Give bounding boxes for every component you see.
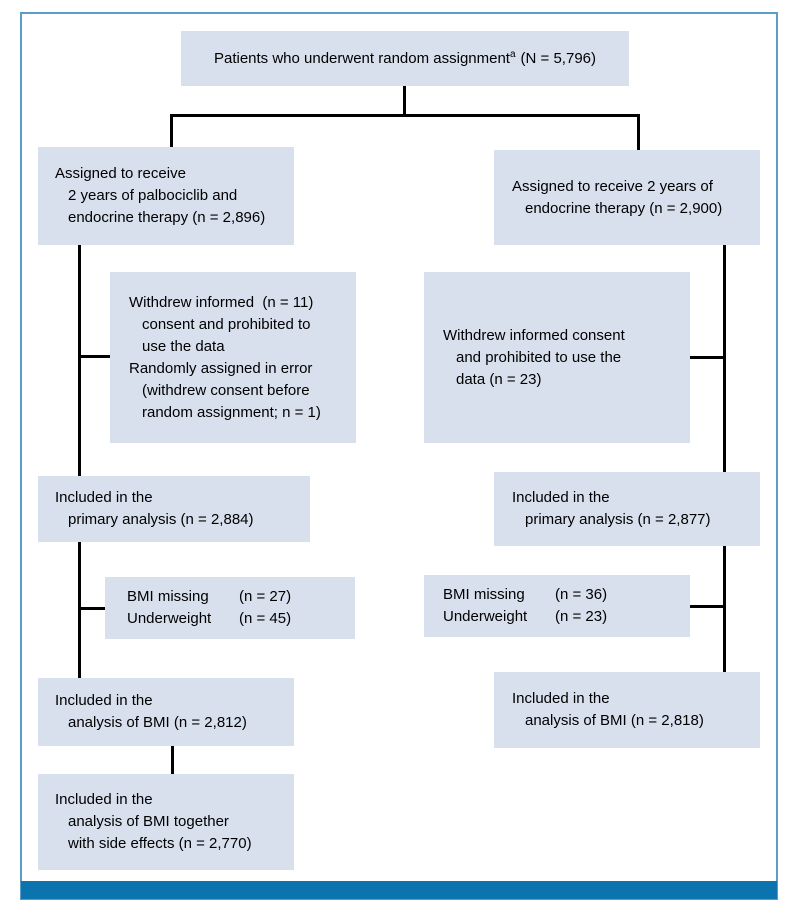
excluded-label: Underweight <box>127 610 212 627</box>
node-right-withdrew-line: Withdrew informed consent <box>443 326 625 344</box>
excluded-row: BMI missing (n = 36) <box>443 584 690 606</box>
node-left-primary-line: primary analysis (n = 2,884) <box>68 511 254 528</box>
excluded-row: Underweight (n = 45) <box>127 608 355 630</box>
node-left-assigned-line: Assigned to receive <box>55 165 186 182</box>
connector-left-spine-2 <box>78 542 81 678</box>
node-left-assigned-line: 2 years of palbociclib and <box>68 187 238 204</box>
node-left-withdrew-line: (withdrew consent before <box>142 381 310 399</box>
node-right-excluded-bmi: BMI missing (n = 36) Underweight (n = 23… <box>424 575 690 637</box>
excluded-label: Underweight <box>443 608 528 625</box>
node-right-primary-analysis: Included in the primary analysis (n = 2,… <box>494 472 760 546</box>
node-right-withdrew-line: and prohibited to use the <box>456 348 622 366</box>
connector-left-arm <box>170 114 173 147</box>
footer-accent-bar <box>21 881 777 899</box>
node-randomized-count: (N = 5,796) <box>520 49 597 67</box>
connector-right-arm <box>637 114 640 150</box>
node-left-bmi-line: analysis of BMI (n = 2,812) <box>68 714 247 731</box>
connector-right-spine-1 <box>723 245 726 472</box>
node-left-withdrew-line: use the data <box>142 337 225 355</box>
excluded-count: (n = 27) <box>239 588 292 605</box>
node-right-assigned: Assigned to receive 2 years of endocrine… <box>494 150 760 245</box>
node-right-withdrew-line: data (n = 23) <box>456 370 542 388</box>
node-bmi-side-effects: Included in the analysis of BMI together… <box>38 774 294 870</box>
node-right-assigned-line: endocrine therapy (n = 2,900) <box>525 199 723 217</box>
connector-right-excluded-branch <box>690 605 723 608</box>
node-bmi-se-line: analysis of BMI together <box>68 813 229 830</box>
node-left-withdrew-line: Randomly assigned in error <box>129 359 313 377</box>
node-left-withdrew-line: random assignment; n = 1) <box>142 403 321 421</box>
connector-split-horizontal <box>170 114 640 117</box>
node-randomized-text: Patients who underwent random assignment… <box>214 48 596 70</box>
node-right-bmi-line: analysis of BMI (n = 2,818) <box>525 712 704 729</box>
node-right-primary-line: primary analysis (n = 2,877) <box>525 511 711 528</box>
excluded-label: BMI missing <box>127 588 209 605</box>
connector-right-spine-2 <box>723 546 726 672</box>
node-left-bmi-analysis: Included in the analysis of BMI (n = 2,8… <box>38 678 294 746</box>
node-left-withdrew-line: Withdrew informed (n = 11) <box>129 293 314 311</box>
node-right-primary-line: Included in the <box>512 489 610 506</box>
excluded-count: (n = 45) <box>239 610 292 627</box>
node-left-assigned: Assigned to receive 2 years of palbocicl… <box>38 147 294 245</box>
node-bmi-se-line: with side effects (n = 2,770) <box>68 835 252 852</box>
connector-left-spine-1 <box>78 245 81 476</box>
connector-left-bottom-stem <box>171 746 174 774</box>
node-bmi-se-line: Included in the <box>55 791 153 808</box>
excluded-label: BMI missing <box>443 586 525 603</box>
node-left-withdrew: Withdrew informed (n = 11) consent and p… <box>110 272 356 443</box>
node-left-excluded-bmi: BMI missing (n = 27) Underweight (n = 45… <box>105 577 355 639</box>
node-right-assigned-line: Assigned to receive 2 years of <box>512 177 713 195</box>
node-left-primary-analysis: Included in the primary analysis (n = 2,… <box>38 476 310 542</box>
connector-right-withdrew-branch <box>690 356 723 359</box>
figure-frame <box>20 12 778 900</box>
node-right-bmi-analysis: Included in the analysis of BMI (n = 2,8… <box>494 672 760 748</box>
connector-left-excluded-branch <box>78 607 105 610</box>
node-right-withdrew: Withdrew informed consent and prohibited… <box>424 272 690 443</box>
connector-left-withdrew-branch <box>78 355 110 358</box>
node-left-assigned-line: endocrine therapy (n = 2,896) <box>68 209 266 226</box>
node-randomized: Patients who underwent random assignment… <box>181 31 629 86</box>
node-randomized-main: Patients who underwent random assignment <box>213 49 510 67</box>
excluded-count: (n = 23) <box>555 608 608 625</box>
connector-top-stem <box>403 86 406 117</box>
excluded-row: Underweight (n = 23) <box>443 606 690 628</box>
node-left-bmi-line: Included in the <box>55 692 153 709</box>
node-left-withdrew-line: consent and prohibited to <box>142 315 311 333</box>
excluded-count: (n = 36) <box>555 586 608 603</box>
footnote-marker: a <box>509 48 516 60</box>
excluded-row: BMI missing (n = 27) <box>127 586 355 608</box>
node-left-primary-line: Included in the <box>55 489 153 506</box>
node-right-bmi-line: Included in the <box>512 690 610 707</box>
